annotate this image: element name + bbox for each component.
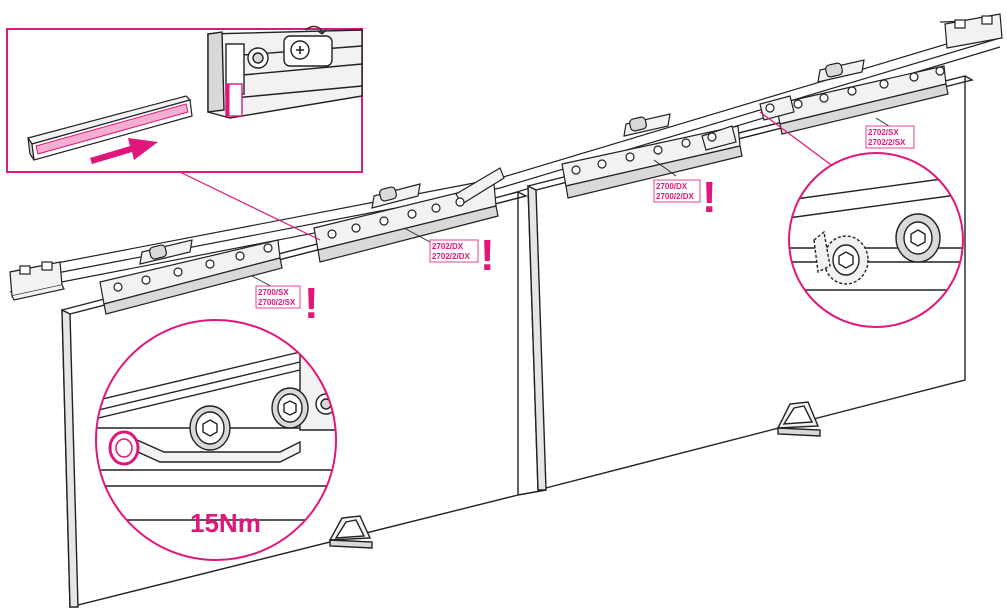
part-label-left: 2700/SX 2700/2/SX ! (255, 279, 319, 328)
floor-guide-right (776, 401, 821, 437)
warning-mark-left: ! (304, 279, 319, 328)
insert-arrow-icon (90, 138, 158, 164)
part-label-right-line2: 2702/2/SX (868, 138, 906, 147)
hex-bolt-2 (271, 387, 309, 429)
allen-key (118, 435, 301, 463)
detail-circle-hex-screws (788, 152, 964, 328)
inset-mechanism (207, 25, 363, 119)
part-label-center-line2: 2700/2/DX (656, 192, 694, 201)
part-label-center-line1: 2700/DX (656, 182, 688, 191)
carriage-right-door-a (561, 113, 743, 199)
part-label-mid-line1: 2702/DX (432, 242, 464, 251)
carriage-left-door-a (99, 239, 283, 315)
callout-lines (179, 111, 839, 241)
part-label-mid-line2: 2702/2/DX (432, 252, 470, 261)
track-end-stop-left (9, 261, 65, 301)
torque-value: 15Nm (190, 508, 261, 538)
part-label-right: 2702/SX 2702/2/SX (865, 125, 915, 149)
part-label-left-line2: 2700/2/SX (258, 298, 296, 307)
part-label-left-line1: 2700/SX (258, 288, 289, 297)
warning-mark-mid: ! (480, 231, 495, 280)
track-end-stop-right (944, 13, 1003, 49)
part-label-right-line1: 2702/SX (868, 128, 899, 137)
inset-detail-clip-insertion (6, 25, 363, 173)
clip-strip (27, 95, 193, 161)
carriage-right-door-b (759, 59, 949, 135)
hex-screw-right (895, 213, 941, 263)
hex-screw-left (813, 230, 869, 285)
part-label-mid: 2702/DX 2702/2/DX ! (429, 231, 495, 280)
part-label-center: 2700/DX 2700/2/DX ! (653, 173, 717, 222)
hex-bolt-1 (189, 405, 231, 451)
floor-guide-left (328, 515, 373, 549)
warning-mark-center: ! (702, 173, 717, 222)
carriage-left-door-b (313, 167, 505, 263)
detail-circle-torque: 15Nm (95, 319, 337, 561)
